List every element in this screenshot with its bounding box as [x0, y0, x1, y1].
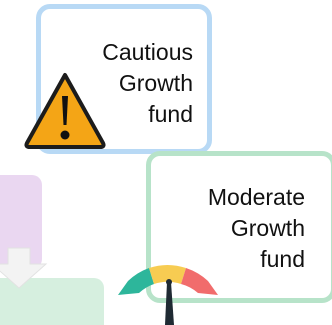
risk-gauge-icon: [118, 265, 218, 325]
cautious-line-1: Cautious: [102, 39, 193, 65]
arrow-down-icon: [0, 247, 48, 289]
cautious-line-2: Growth: [118, 70, 193, 96]
moderate-line-2: Growth: [230, 215, 305, 241]
warning-icon: [24, 73, 106, 149]
moderate-growth-label: Moderate Growth fund: [155, 182, 305, 275]
moderate-line-3: fund: [260, 246, 305, 272]
cautious-line-3: fund: [148, 101, 193, 127]
cautious-growth-label: Cautious Growth fund: [53, 37, 193, 130]
moderate-line-1: Moderate: [207, 184, 305, 210]
